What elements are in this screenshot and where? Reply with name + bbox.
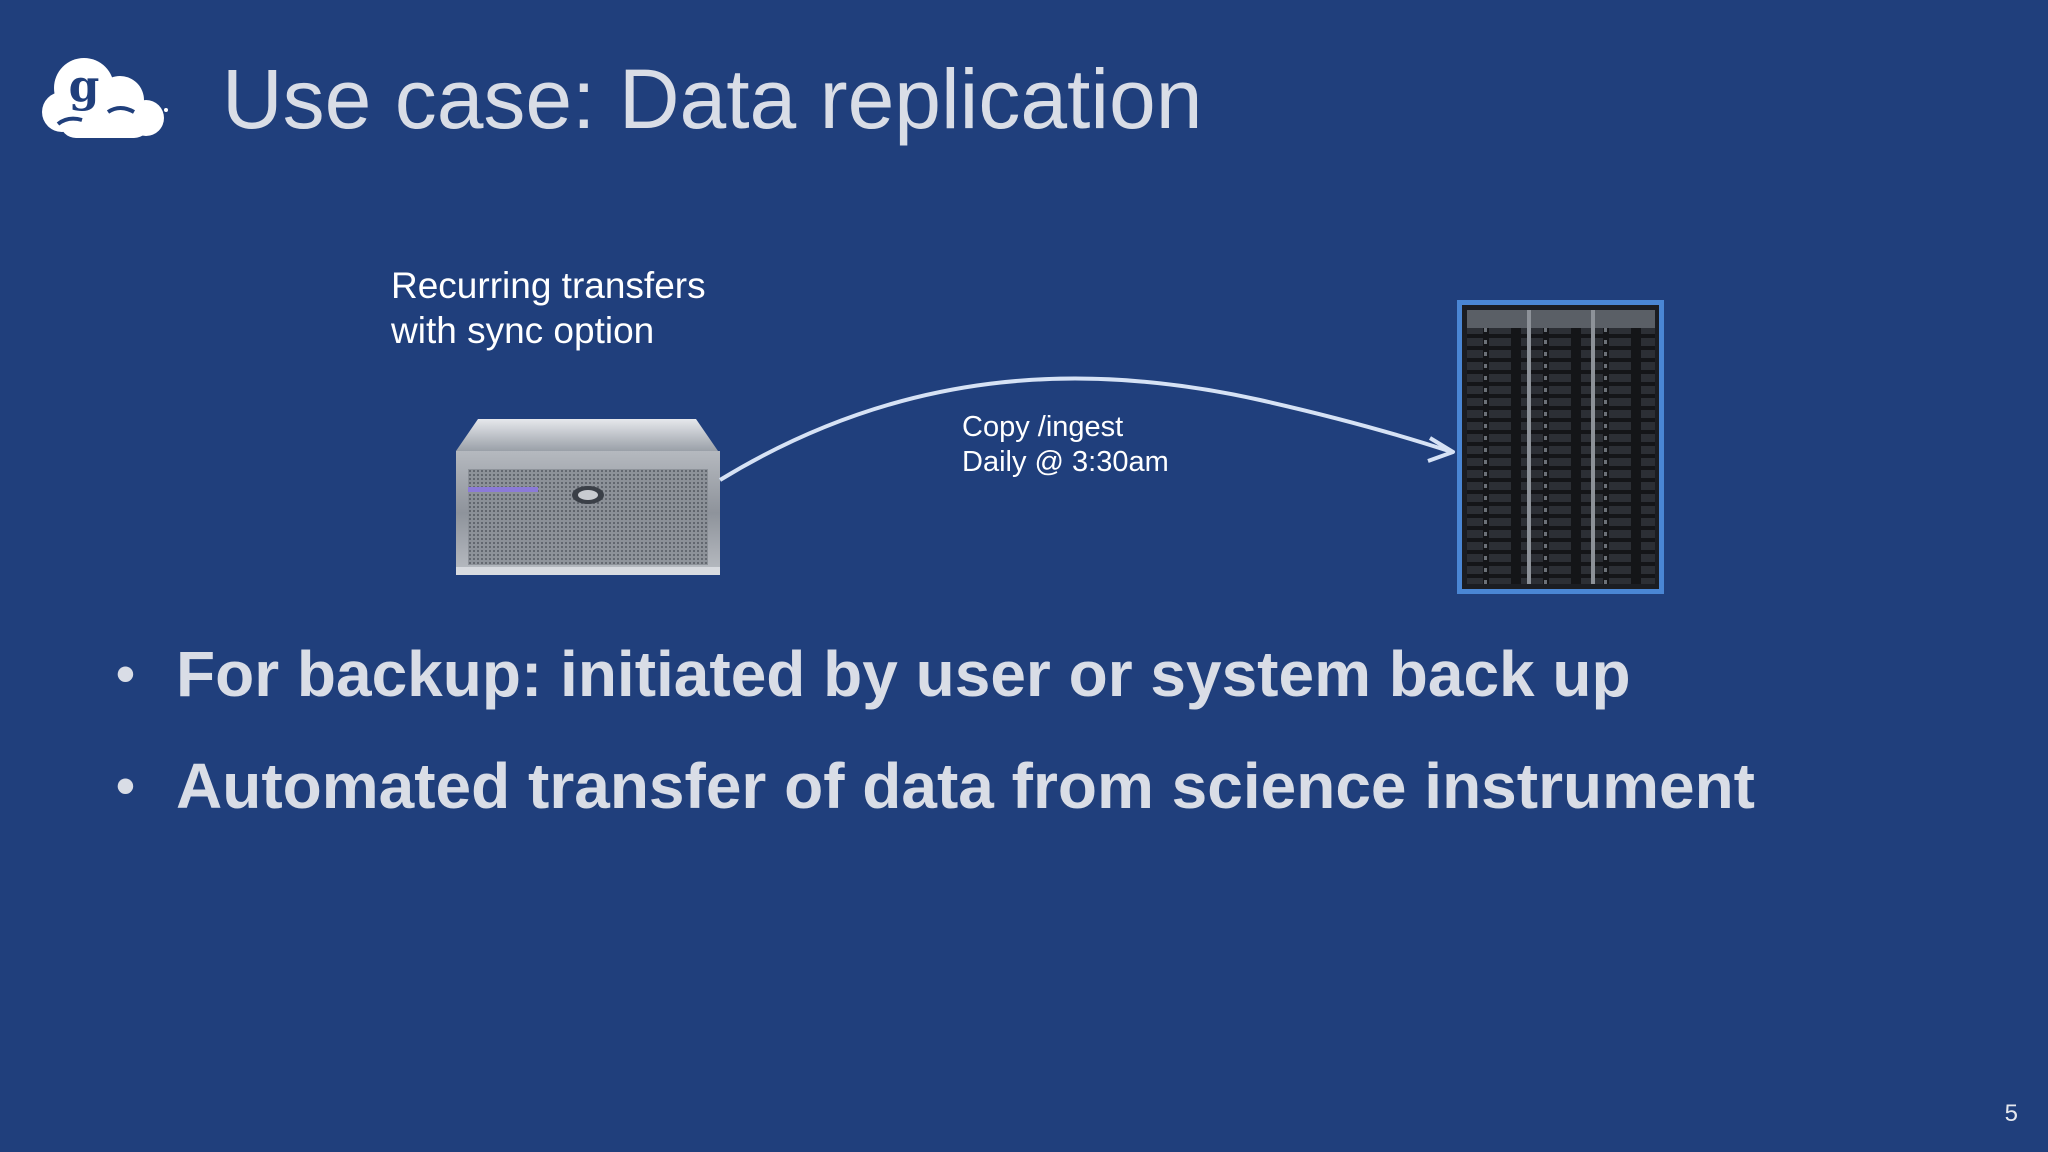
recurring-note-line2: with sync option	[391, 310, 655, 351]
svg-text:g: g	[69, 61, 100, 112]
copy-note-line2: Daily @ 3:30am	[962, 446, 1169, 478]
page-number: 5	[2004, 1100, 2018, 1127]
bullet-item-automated: • Automated transfer of data from scienc…	[116, 730, 1755, 842]
bullet-glyph: •	[116, 756, 135, 816]
bullet-item-backup: • For backup: initiated by user or syste…	[116, 618, 1755, 730]
recurring-note-line1: Recurring transfers	[391, 265, 706, 306]
server-icon	[456, 419, 720, 575]
bullet-text-automated: Automated transfer of data from science …	[176, 750, 1755, 822]
bullet-text-backup: For backup: initiated by user or system …	[176, 638, 1631, 710]
storage-rack-icon	[1457, 300, 1664, 594]
recurring-transfers-note: Recurring transfers with sync option	[391, 263, 706, 353]
copy-note-line1: Copy /ingest	[962, 411, 1124, 443]
bullet-list: • For backup: initiated by user or syste…	[116, 618, 1755, 842]
copy-schedule-note: Copy /ingest Daily @ 3:30am	[962, 410, 1169, 480]
bullet-glyph: •	[116, 644, 135, 704]
slide-title: Use case: Data replication	[222, 52, 1203, 146]
globus-cloud-logo-icon: g	[42, 58, 168, 138]
